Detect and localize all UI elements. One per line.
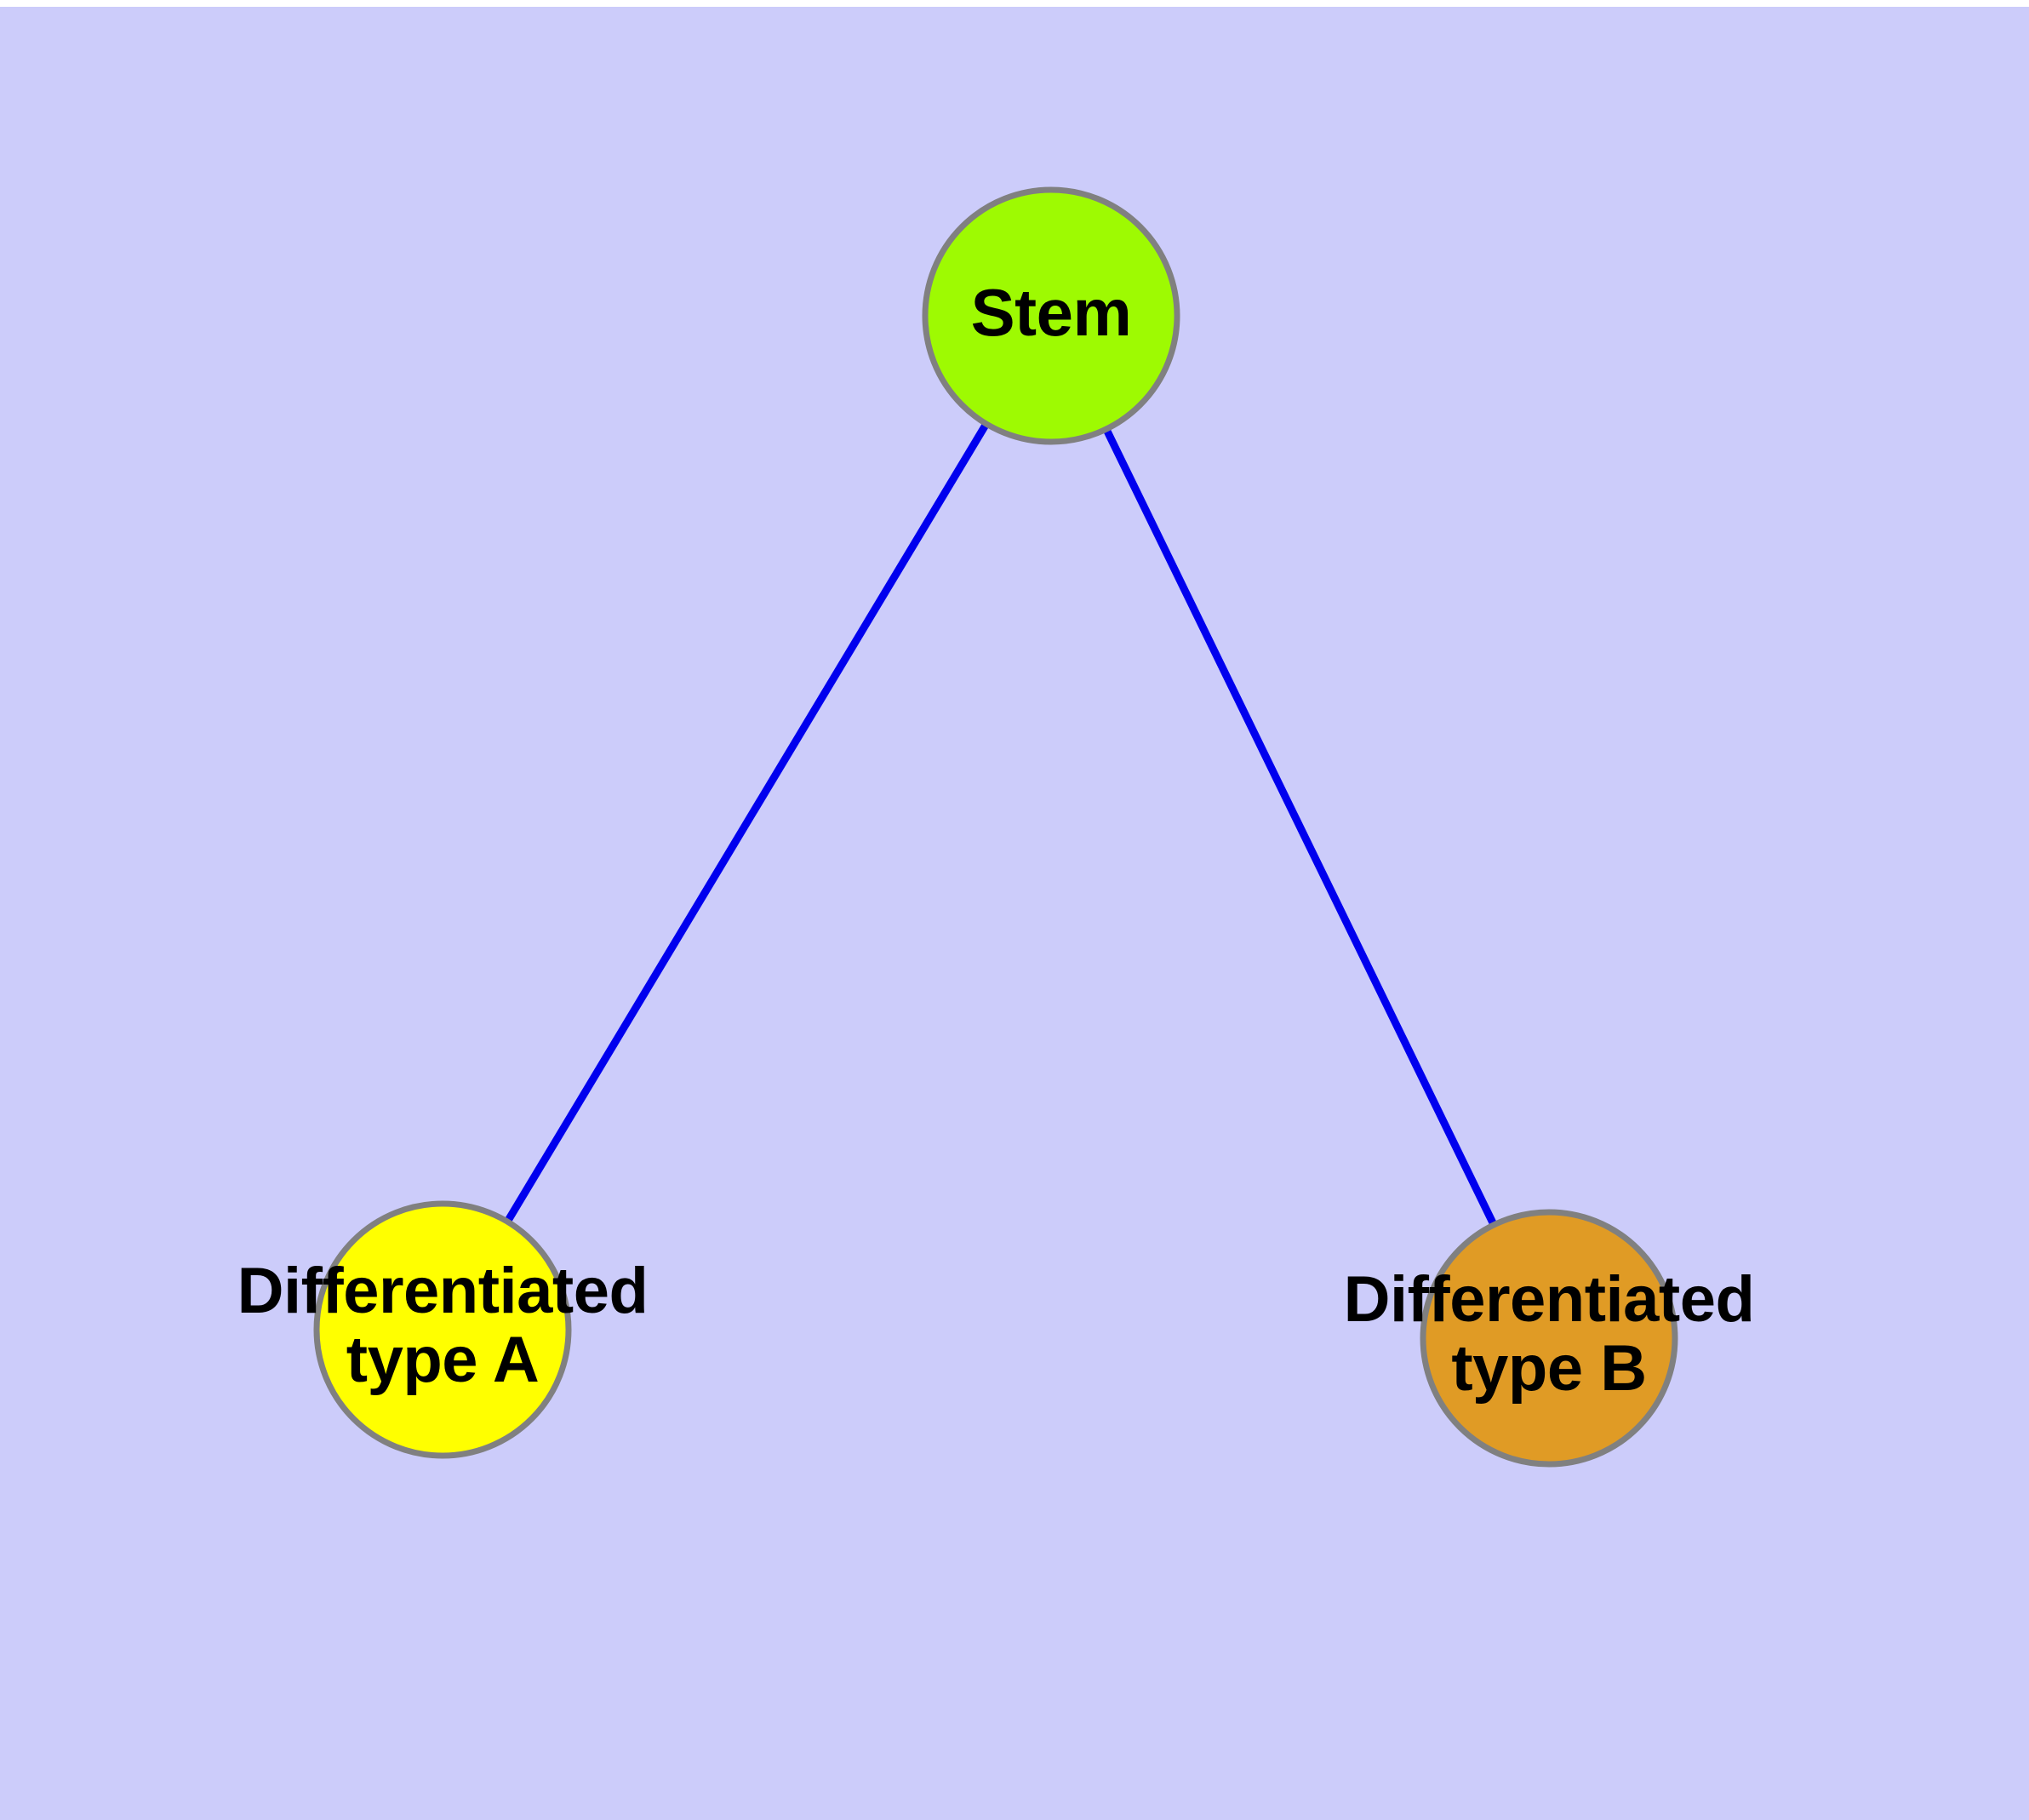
node-layer (313, 186, 1678, 1468)
edge-stem-to-differentiated-type-a[interactable] (439, 313, 1055, 1332)
edge-layer (439, 313, 1553, 1340)
edge-stem-to-differentiated-type-b[interactable] (1047, 314, 1553, 1340)
node-circle-differentiated-type-b[interactable] (1420, 1209, 1678, 1468)
node-circle-stem[interactable] (922, 186, 1180, 445)
node-circle-differentiated-type-a[interactable] (313, 1200, 572, 1459)
canvas-top-margin (0, 0, 2029, 7)
